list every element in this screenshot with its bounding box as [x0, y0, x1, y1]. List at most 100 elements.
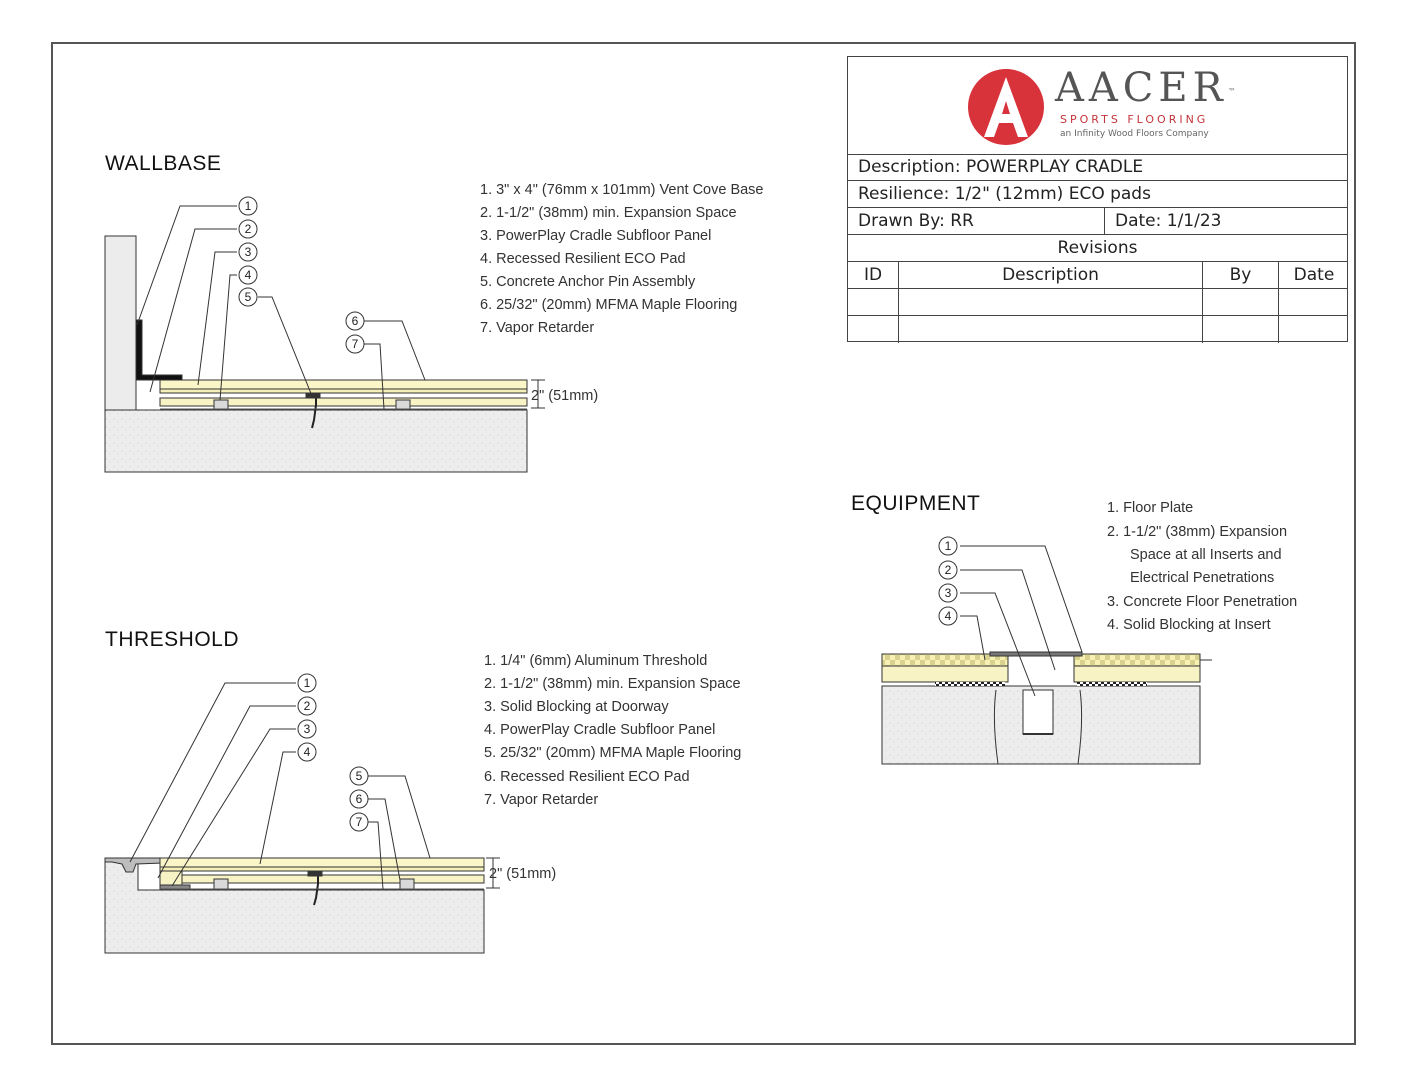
callout-number: 2	[304, 699, 311, 713]
revisions-col-by: By	[1202, 262, 1278, 288]
brand-tagline: SPORTS FLOORING	[1060, 113, 1209, 126]
callout-bubble-6: 6	[345, 311, 365, 331]
equipment-note: 4. Solid Blocking at Insert	[1107, 617, 1271, 633]
callout-number: 6	[356, 792, 363, 806]
callout-bubble-2: 2	[297, 696, 317, 716]
equipment-note: Electrical Penetrations	[1130, 570, 1275, 586]
revisions-col-description: Description	[898, 262, 1202, 288]
revisions-title: Revisions	[848, 235, 1347, 262]
resilience-row: Resilience: 1/2" (12mm) ECO pads	[848, 181, 1347, 208]
callout-bubble-1: 1	[238, 196, 258, 216]
threshold-callouts: 1 2 3 4 5 6 7	[297, 673, 369, 832]
threshold-note: 5. 25/32" (20mm) MFMA Maple Flooring	[484, 745, 742, 761]
equipment-note: Space at all Inserts and	[1130, 547, 1282, 563]
callout-number: 5	[245, 290, 252, 304]
eco-pad	[213, 399, 229, 411]
callout-bubble-2: 2	[938, 560, 958, 580]
wallbase-callouts: 1 2 3 4 5 6 7	[238, 196, 365, 354]
callout-number: 5	[356, 769, 363, 783]
callout-bubble-3: 3	[297, 719, 317, 739]
maple-flooring	[881, 653, 1009, 667]
date-text: Date: 1/1/23	[1104, 208, 1349, 234]
callout-bubble-5: 5	[238, 287, 258, 307]
eco-pad	[1077, 682, 1147, 686]
threshold-dimension: 2" (51mm)	[489, 866, 557, 882]
threshold-note: 6. Recessed Resilient ECO Pad	[484, 769, 690, 785]
resilience-text: Resilience: 1/2" (12mm) ECO pads	[858, 184, 1151, 204]
threshold-note: 3. Solid Blocking at Doorway	[484, 699, 669, 715]
callout-bubble-7: 7	[345, 334, 365, 354]
wallbase-note: 5. Concrete Anchor Pin Assembly	[480, 274, 696, 290]
callout-bubble-3: 3	[938, 583, 958, 603]
title-block: AACER ™ SPORTS FLOORING an Infinity Wood…	[847, 56, 1349, 343]
wall	[104, 235, 137, 411]
equipment-note: 1. Floor Plate	[1107, 500, 1194, 516]
wallbase-note: 2. 1-1/2" (38mm) min. Expansion Space	[480, 205, 737, 221]
callout-bubble-4: 4	[938, 606, 958, 626]
callout-number: 3	[304, 722, 311, 736]
callout-number: 6	[352, 314, 359, 328]
wallbase-note: 7. Vapor Retarder	[480, 320, 595, 336]
equipment-detail	[881, 545, 1212, 765]
callout-bubble-6: 6	[349, 789, 369, 809]
subfloor-panel	[881, 665, 1009, 683]
maple-flooring-lower	[159, 866, 485, 872]
maple-flooring-lower	[159, 388, 528, 394]
equipment-title: EQUIPMENT	[851, 492, 981, 515]
callout-bubble-4: 4	[297, 742, 317, 762]
callout-number: 1	[945, 539, 952, 553]
callout-bubble-5: 5	[349, 766, 369, 786]
threshold-title: THRESHOLD	[105, 628, 240, 651]
callout-bubble-4: 4	[238, 265, 258, 285]
anchor-head	[305, 392, 321, 399]
description-text: Description: POWERPLAY CRADLE	[858, 157, 1144, 177]
floor-plate	[989, 651, 1083, 657]
callout-bubble-1: 1	[938, 536, 958, 556]
wallbase-note: 3. PowerPlay Cradle Subfloor Panel	[480, 228, 712, 244]
callout-number: 2	[945, 563, 952, 577]
callout-number: 4	[245, 268, 252, 282]
concrete-slab	[104, 409, 528, 473]
callout-number: 4	[304, 745, 311, 759]
revisions-header-row: ID Description By Date	[848, 262, 1347, 289]
eco-pad	[935, 682, 1005, 686]
wallbase-detail	[104, 205, 545, 473]
revisions-col-id: ID	[863, 265, 883, 285]
wallbase-dimension: 2" (51mm)	[531, 388, 599, 404]
callout-number: 3	[945, 586, 952, 600]
eco-pad	[213, 878, 229, 890]
equipment-note: 2. 1-1/2" (38mm) Expansion	[1107, 524, 1288, 540]
wallbase-note: 1. 3" x 4" (76mm x 101mm) Vent Cove Base	[480, 182, 764, 198]
callout-number: 1	[304, 676, 311, 690]
maple-flooring	[159, 857, 485, 868]
anchor-head	[307, 870, 323, 877]
callout-number: 7	[356, 815, 363, 829]
callout-number: 4	[945, 609, 952, 623]
callout-number: 1	[245, 199, 252, 213]
maple-flooring	[1073, 653, 1201, 667]
callout-number: 2	[245, 222, 252, 236]
threshold-detail	[104, 682, 500, 954]
aacer-a-logo-icon	[968, 69, 1044, 145]
equipment-callouts: 1 2 3 4	[938, 536, 958, 626]
callout-bubble-1: 1	[297, 673, 317, 693]
brand-trademark: ™	[1228, 87, 1236, 96]
threshold-note: 1. 1/4" (6mm) Aluminum Threshold	[484, 653, 708, 669]
wallbase-note: 4. Recessed Resilient ECO Pad	[480, 251, 686, 267]
wallbase-title: WALLBASE	[105, 152, 222, 175]
drawing-sheet-border	[51, 42, 1356, 1045]
eco-pad	[395, 399, 411, 411]
threshold-note: 7. Vapor Retarder	[484, 792, 599, 808]
equipment-note: 3. Concrete Floor Penetration	[1107, 594, 1298, 610]
wallbase-note: 6. 25/32" (20mm) MFMA Maple Flooring	[480, 297, 738, 313]
cove-base	[135, 319, 183, 381]
callout-number: 3	[245, 245, 252, 259]
threshold-note: 2. 1-1/2" (38mm) min. Expansion Space	[484, 676, 741, 692]
subfloor-panel	[159, 397, 528, 407]
callout-bubble-3: 3	[238, 242, 258, 262]
drawn-by-text: Drawn By: RR	[858, 211, 974, 231]
callout-number: 7	[352, 337, 359, 351]
brand-subtitle: an Infinity Wood Floors Company	[1060, 129, 1209, 139]
revisions-row	[848, 316, 1347, 343]
subfloor-panel	[1073, 665, 1201, 683]
